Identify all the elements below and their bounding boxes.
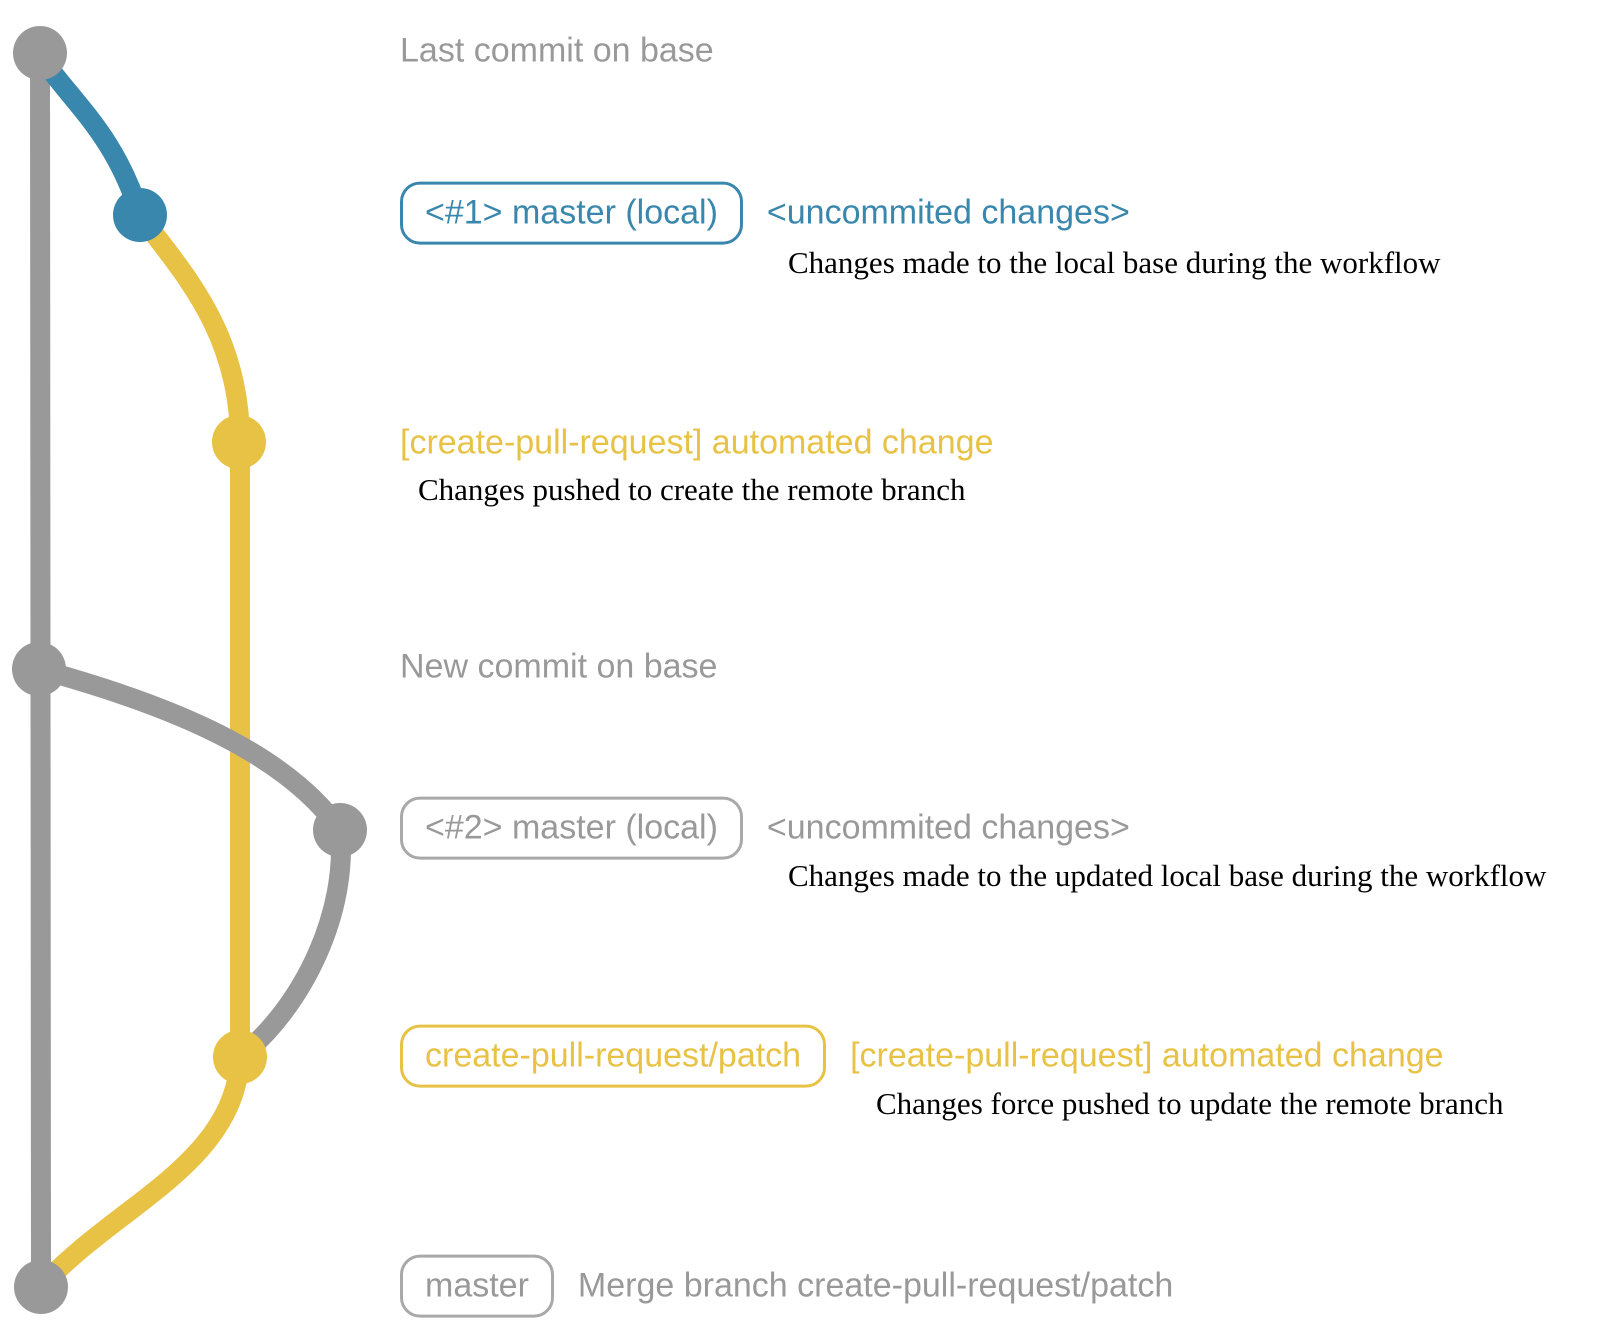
local-change-curve-1 xyxy=(31,50,150,218)
commit-dot-merge xyxy=(14,1260,68,1314)
commit-note-merge: Merge branch create-pull-request/patch xyxy=(577,1266,1174,1305)
row-last-commit: Last commit on base xyxy=(400,32,714,71)
row-new-commit: New commit on base xyxy=(400,648,717,687)
row-local-commit-1: <#1> master (local) <uncommited changes> xyxy=(400,181,1130,245)
commit-note-uncommited-1: <uncommited changes> xyxy=(766,193,1130,232)
commit-dot-push-2 xyxy=(213,1030,267,1084)
branch-badge-master-local-2: <#2> master (local) xyxy=(400,796,743,860)
row-push-2: create-pull-request/patch [create-pull-r… xyxy=(400,1024,1444,1088)
description-push-1: Changes pushed to create the remote bran… xyxy=(418,472,966,507)
commit-note-automated-1: [create-pull-request] automated change xyxy=(400,423,994,462)
row-merge: master Merge branch create-pull-request/… xyxy=(400,1254,1174,1318)
branch-badge-master: master xyxy=(400,1254,554,1318)
branch-badge-master-local-1: <#1> master (local) xyxy=(400,181,743,245)
description-local-2: Changes made to the updated local base d… xyxy=(788,858,1547,893)
new-commit-caption: New commit on base xyxy=(400,647,718,686)
commit-dot-local-1 xyxy=(113,188,167,242)
row-push-1: [create-pull-request] automated change xyxy=(400,424,993,463)
last-commit-caption: Last commit on base xyxy=(400,31,714,70)
description-push-2: Changes force pushed to update the remot… xyxy=(876,1086,1504,1121)
description-local-1: Changes made to the local base during th… xyxy=(788,245,1441,280)
force-push-curve xyxy=(233,829,351,1065)
commit-note-automated-2: [create-pull-request] automated change xyxy=(850,1036,1444,1075)
branch-badge-patch: create-pull-request/patch xyxy=(400,1024,827,1088)
commit-dot-last-base xyxy=(13,26,67,80)
commit-dot-new-base xyxy=(12,642,66,696)
commit-dot-local-2 xyxy=(313,803,367,857)
commit-note-uncommited-2: <uncommited changes> xyxy=(766,808,1130,847)
remote-branch-line xyxy=(131,209,250,1057)
merge-curve xyxy=(33,1056,250,1294)
row-local-commit-2: <#2> master (local) <uncommited changes> xyxy=(400,796,1130,860)
commit-dot-push-1 xyxy=(212,415,266,469)
update-curve-to-commit-2 xyxy=(36,659,349,836)
